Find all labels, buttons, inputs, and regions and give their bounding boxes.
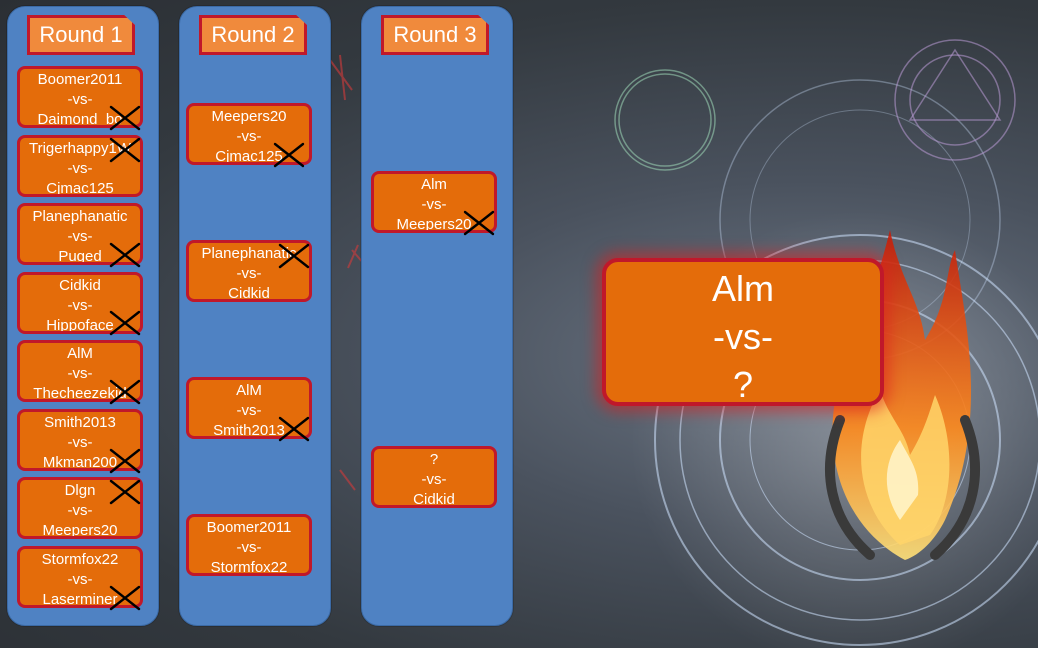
player-1: AlM — [236, 382, 262, 399]
vs-label: -vs- — [67, 91, 93, 108]
eliminated-cross-icon — [109, 479, 141, 505]
vs-label: -vs- — [421, 196, 447, 213]
match-card[interactable]: Stormfox22 -vs- Laserminer — [17, 546, 143, 608]
player-2: Stormfox22 — [210, 559, 288, 576]
eliminated-cross-icon — [278, 416, 310, 442]
player-2: Thecheezekid — [33, 385, 127, 402]
eliminated-cross-icon — [109, 242, 141, 268]
eliminated-cross-icon — [463, 210, 495, 236]
vs-label: -vs- — [67, 434, 93, 451]
eliminated-cross-icon — [109, 310, 141, 336]
player-2: Cjmac125 — [46, 180, 114, 197]
player-1: AlM — [67, 345, 93, 362]
round-3-column: Round 3 — [361, 6, 513, 626]
eliminated-cross-icon — [109, 448, 141, 474]
eliminated-cross-icon — [109, 105, 141, 131]
eliminated-cross-icon — [109, 379, 141, 405]
vs-label: -vs- — [421, 471, 447, 488]
match-card[interactable]: AlM -vs- Thecheezekid — [17, 340, 143, 402]
vs-label: -vs- — [236, 265, 262, 282]
player-1: Meepers20 — [211, 108, 287, 125]
match-card[interactable]: Boomer2011 -vs- Stormfox22 — [186, 514, 312, 576]
player-1: ? — [429, 451, 439, 468]
player-1: Smith2013 — [44, 414, 116, 431]
player-1: Planephanatic — [32, 208, 128, 225]
player-2: Meepers20 — [42, 522, 118, 539]
vs-label: -vs- — [236, 539, 262, 556]
vs-label: -vs- — [67, 297, 93, 314]
player-1: Boomer2011 — [37, 71, 123, 88]
eliminated-cross-icon — [109, 585, 141, 611]
player-2: Cjmac125 — [215, 148, 283, 165]
player-1: Alm — [421, 176, 447, 193]
player-2: Laserminer — [42, 591, 118, 608]
match-card[interactable]: Planephanatic -vs- Puged — [17, 203, 143, 265]
vs-label: -vs- — [67, 365, 93, 382]
player-2: Puged — [58, 248, 102, 265]
vs-label: -vs- — [236, 402, 262, 419]
match-card[interactable]: Planephanatic -vs- Cidkid — [186, 240, 312, 302]
player-2: Mkman200 — [42, 454, 118, 471]
match-card[interactable]: ? -vs- Cidkid — [371, 446, 497, 508]
player-2: Daimond_bo — [37, 111, 123, 128]
match-card[interactable]: Alm -vs- Meepers20 — [371, 171, 497, 233]
round-3-title: Round 3 — [381, 15, 489, 55]
eliminated-cross-icon — [273, 142, 305, 168]
round-2-title: Round 2 — [199, 15, 307, 55]
player-2: Cidkid — [228, 285, 270, 302]
player-1: Planephanatic — [201, 245, 297, 262]
match-card[interactable]: AlM -vs- Smith2013 — [186, 377, 312, 439]
eliminated-cross-icon — [109, 137, 141, 163]
match-card[interactable]: Cidkid -vs- Hippoface — [17, 272, 143, 334]
player-1: Boomer2011 — [206, 519, 292, 536]
match-card[interactable]: Boomer2011 -vs- Daimond_bo — [17, 66, 143, 128]
final-vs-label: -vs- — [713, 316, 773, 357]
match-card[interactable]: Trigerhappy1W -vs- Cjmac125 — [17, 135, 143, 197]
player-2: Cidkid — [413, 491, 455, 508]
vs-label: -vs- — [67, 228, 93, 245]
final-player-1: Alm — [712, 268, 774, 309]
player-1: Stormfox22 — [41, 551, 119, 568]
final-match-card[interactable]: Alm -vs- ? — [602, 258, 884, 406]
player-2: Smith2013 — [213, 422, 285, 439]
match-card[interactable]: Dlgn -vs- Meepers20 — [17, 477, 143, 539]
round-1-title: Round 1 — [27, 15, 135, 55]
vs-label: -vs- — [236, 128, 262, 145]
player-2: Meepers20 — [396, 216, 472, 233]
player-1: Trigerhappy1W — [29, 140, 131, 157]
match-card[interactable]: Smith2013 -vs- Mkman200 — [17, 409, 143, 471]
match-card[interactable]: Meepers20 -vs- Cjmac125 — [186, 103, 312, 165]
player-1: Dlgn — [64, 482, 96, 499]
vs-label: -vs- — [67, 502, 93, 519]
player-2: Hippoface — [46, 317, 114, 334]
vs-label: -vs- — [67, 571, 93, 588]
vs-label: -vs- — [67, 160, 93, 177]
final-player-2: ? — [732, 364, 754, 405]
player-1: Cidkid — [59, 277, 101, 294]
eliminated-cross-icon — [278, 243, 310, 269]
